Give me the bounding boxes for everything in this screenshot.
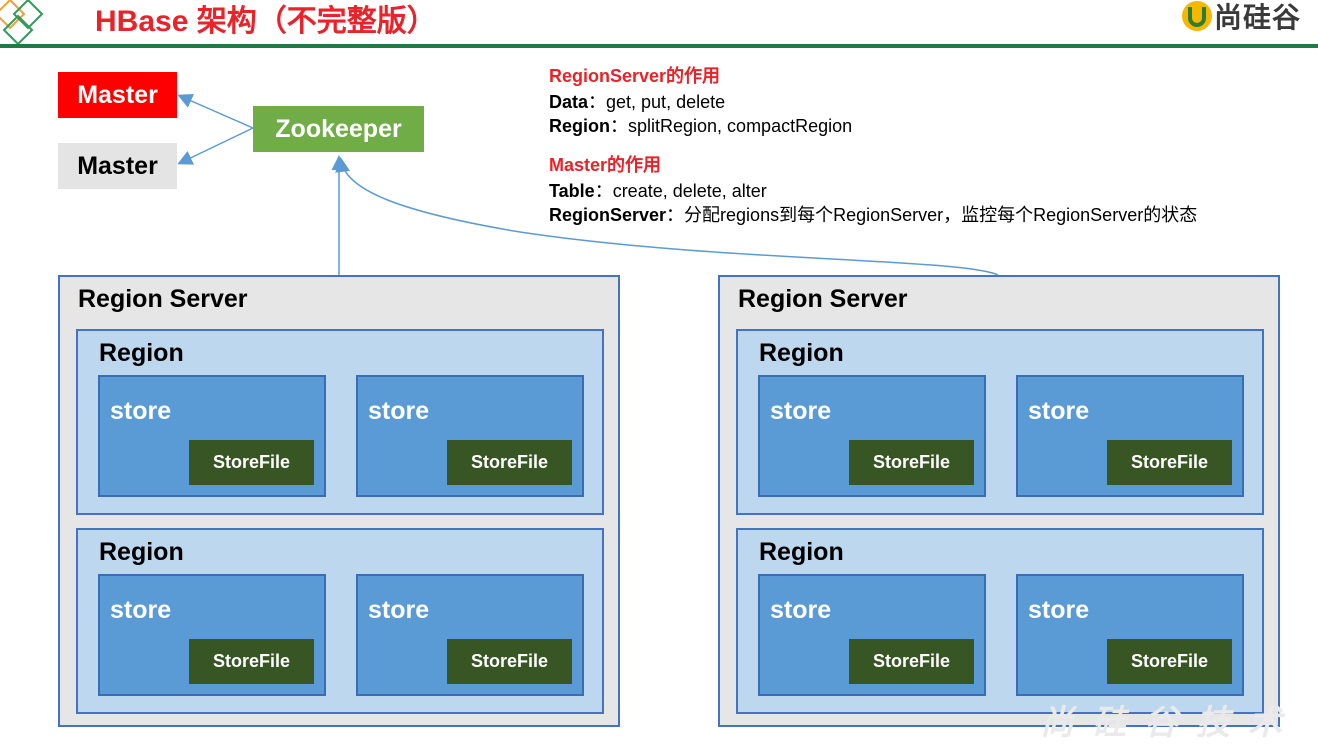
storefile-box: StoreFile [447,440,572,485]
storefile-box: StoreFile [1107,639,1232,684]
storefile-box: StoreFile [849,440,974,485]
storefile-box: StoreFile [189,440,314,485]
store-box: store StoreFile [98,574,326,696]
store-box: store StoreFile [98,375,326,497]
regionserver-role-heading: RegionServer的作用 [549,66,721,86]
store-box: store StoreFile [758,574,986,696]
title-divider [0,44,1318,48]
region-title: Region [759,339,844,367]
page-title: HBase 架构（不完整版） [95,5,437,38]
storefile-box: StoreFile [447,639,572,684]
store-title: store [1028,397,1090,425]
store-title: store [770,397,832,425]
store-title: store [110,397,172,425]
brand-logo-text: 尚硅谷 [1214,1,1302,34]
standby-master-node: Master [58,143,177,189]
master-regionserver-line: RegionServer：分配regions到每个RegionServer，监控… [549,205,1198,225]
master-role-heading: Master的作用 [549,155,662,175]
store-title: store [770,596,832,624]
region-2-1: Region store StoreFile store StoreFile [736,329,1264,515]
region-server-2: Region Server Region store StoreFile sto… [718,275,1280,727]
region-title: Region [99,339,184,367]
region-2-2: Region store StoreFile store StoreFile [736,528,1264,714]
storefile-box: StoreFile [189,639,314,684]
store-box: store StoreFile [356,375,584,497]
store-box: store StoreFile [758,375,986,497]
store-title: store [1028,596,1090,624]
region-1-1: Region store StoreFile store StoreFile [76,329,604,515]
zookeeper-node: Zookeeper [253,106,424,152]
region-1-2: Region store StoreFile store StoreFile [76,528,604,714]
storefile-box: StoreFile [1107,440,1232,485]
region-title: Region [99,538,184,566]
region-server-title: Region Server [78,285,248,313]
store-title: store [368,596,430,624]
rs2-to-zk-arrow [335,157,999,276]
watermark: 尚硅谷技术 [1040,703,1300,743]
active-master-node: Master [58,72,177,118]
region-title: Region [759,538,844,566]
brand-u-icon [1182,1,1212,31]
regionserver-data-line: Data：get, put, delete [549,92,726,112]
region-server-title: Region Server [738,285,908,313]
store-title: store [110,596,172,624]
region-server-1: Region Server Region store StoreFile sto… [58,275,620,727]
brand-logo: 尚硅谷 [1180,0,1301,36]
store-box: store StoreFile [356,574,584,696]
store-title: store [368,397,430,425]
zk-to-standby-master-arrow [177,127,254,165]
regionserver-region-line: Region：splitRegion, compactRegion [549,116,853,136]
master-table-line: Table：create, delete, alter [549,181,767,201]
zk-to-active-master-arrow [177,93,254,129]
store-box: store StoreFile [1016,375,1244,497]
store-box: store StoreFile [1016,574,1244,696]
storefile-box: StoreFile [849,639,974,684]
